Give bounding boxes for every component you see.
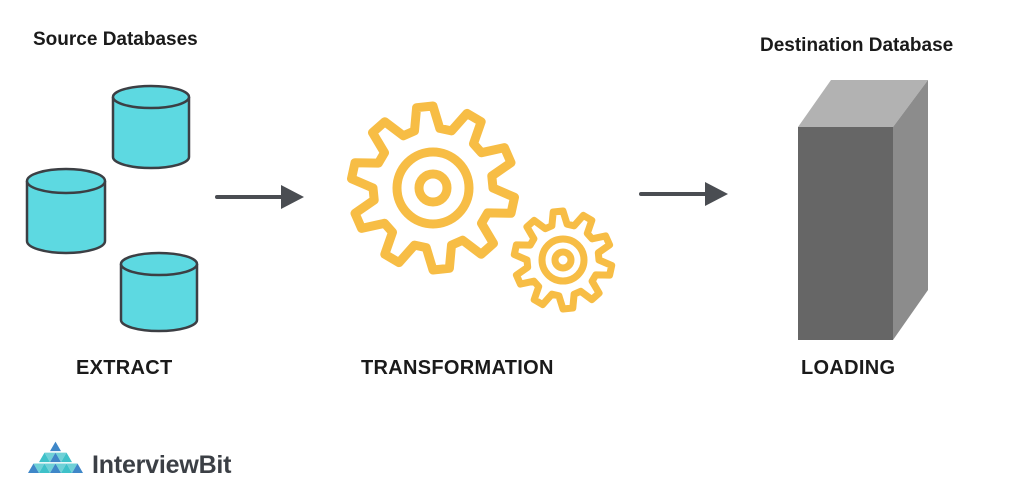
logo-triangle [50,452,61,463]
gear-small-ring-1 [551,248,575,272]
logo-triangle [55,452,67,463]
database-icon-middle [25,167,107,255]
gear-small-outline [510,207,616,313]
logo-triangle [44,452,56,463]
logo-triangle [72,463,83,473]
stage-label-transformation: TRANSFORMATION [361,357,554,379]
gear-small-ring-0 [538,235,588,285]
interviewbit-logo-icon [28,441,83,473]
logo-triangle [28,463,39,473]
logo-triangle [44,463,56,473]
logo-triangle [33,463,45,473]
logo-triangle [55,463,67,473]
gear-large-outline [347,101,519,275]
gear-icon-small [510,207,616,313]
database-icon-top [111,84,191,170]
stage-label-extract: EXTRACT [76,357,173,379]
logo-triangle [39,463,50,473]
destination-database-title: Destination Database [760,35,954,56]
logo-triangle [39,452,50,463]
logo-triangle [50,441,61,452]
database-icon-bottom [119,251,199,333]
source-databases-title: Source Databases [33,29,198,50]
logo-triangle [50,463,61,473]
gear-icon-large [347,101,519,275]
logo-triangle [61,463,72,473]
logo-triangle [61,452,72,463]
destination-database-block-icon [798,80,928,340]
logo-triangle [66,463,78,473]
gear-large-ring-1 [414,169,452,207]
gear-large-ring-0 [392,147,474,229]
brand-name: InterviewBit [92,451,232,479]
arrow-icon-transform-to-load [639,182,728,206]
arrow-icon-extract-to-transform [215,185,304,209]
stage-label-loading: LOADING [801,357,896,379]
